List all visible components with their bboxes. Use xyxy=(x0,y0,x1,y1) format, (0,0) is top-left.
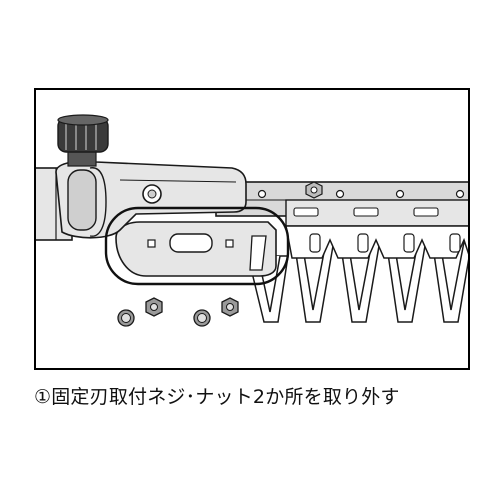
adjustment-knob-icon xyxy=(57,114,109,167)
fixed-blade-mount-callout xyxy=(104,206,290,286)
illustration-frame xyxy=(34,88,470,370)
figure-caption: ①固定刃取付ネジ･ナット2か所を取り外す xyxy=(34,386,400,408)
blade-bar xyxy=(215,181,468,227)
screw-icon xyxy=(117,309,135,327)
nut-icon xyxy=(145,297,163,317)
gear-housing xyxy=(36,160,247,241)
nut-icon xyxy=(221,297,239,317)
screw-icon xyxy=(193,309,211,327)
fixed-blade-mount xyxy=(115,221,277,277)
hedge-trimmer-illustration xyxy=(36,114,468,327)
blade-upper-band xyxy=(285,225,468,259)
